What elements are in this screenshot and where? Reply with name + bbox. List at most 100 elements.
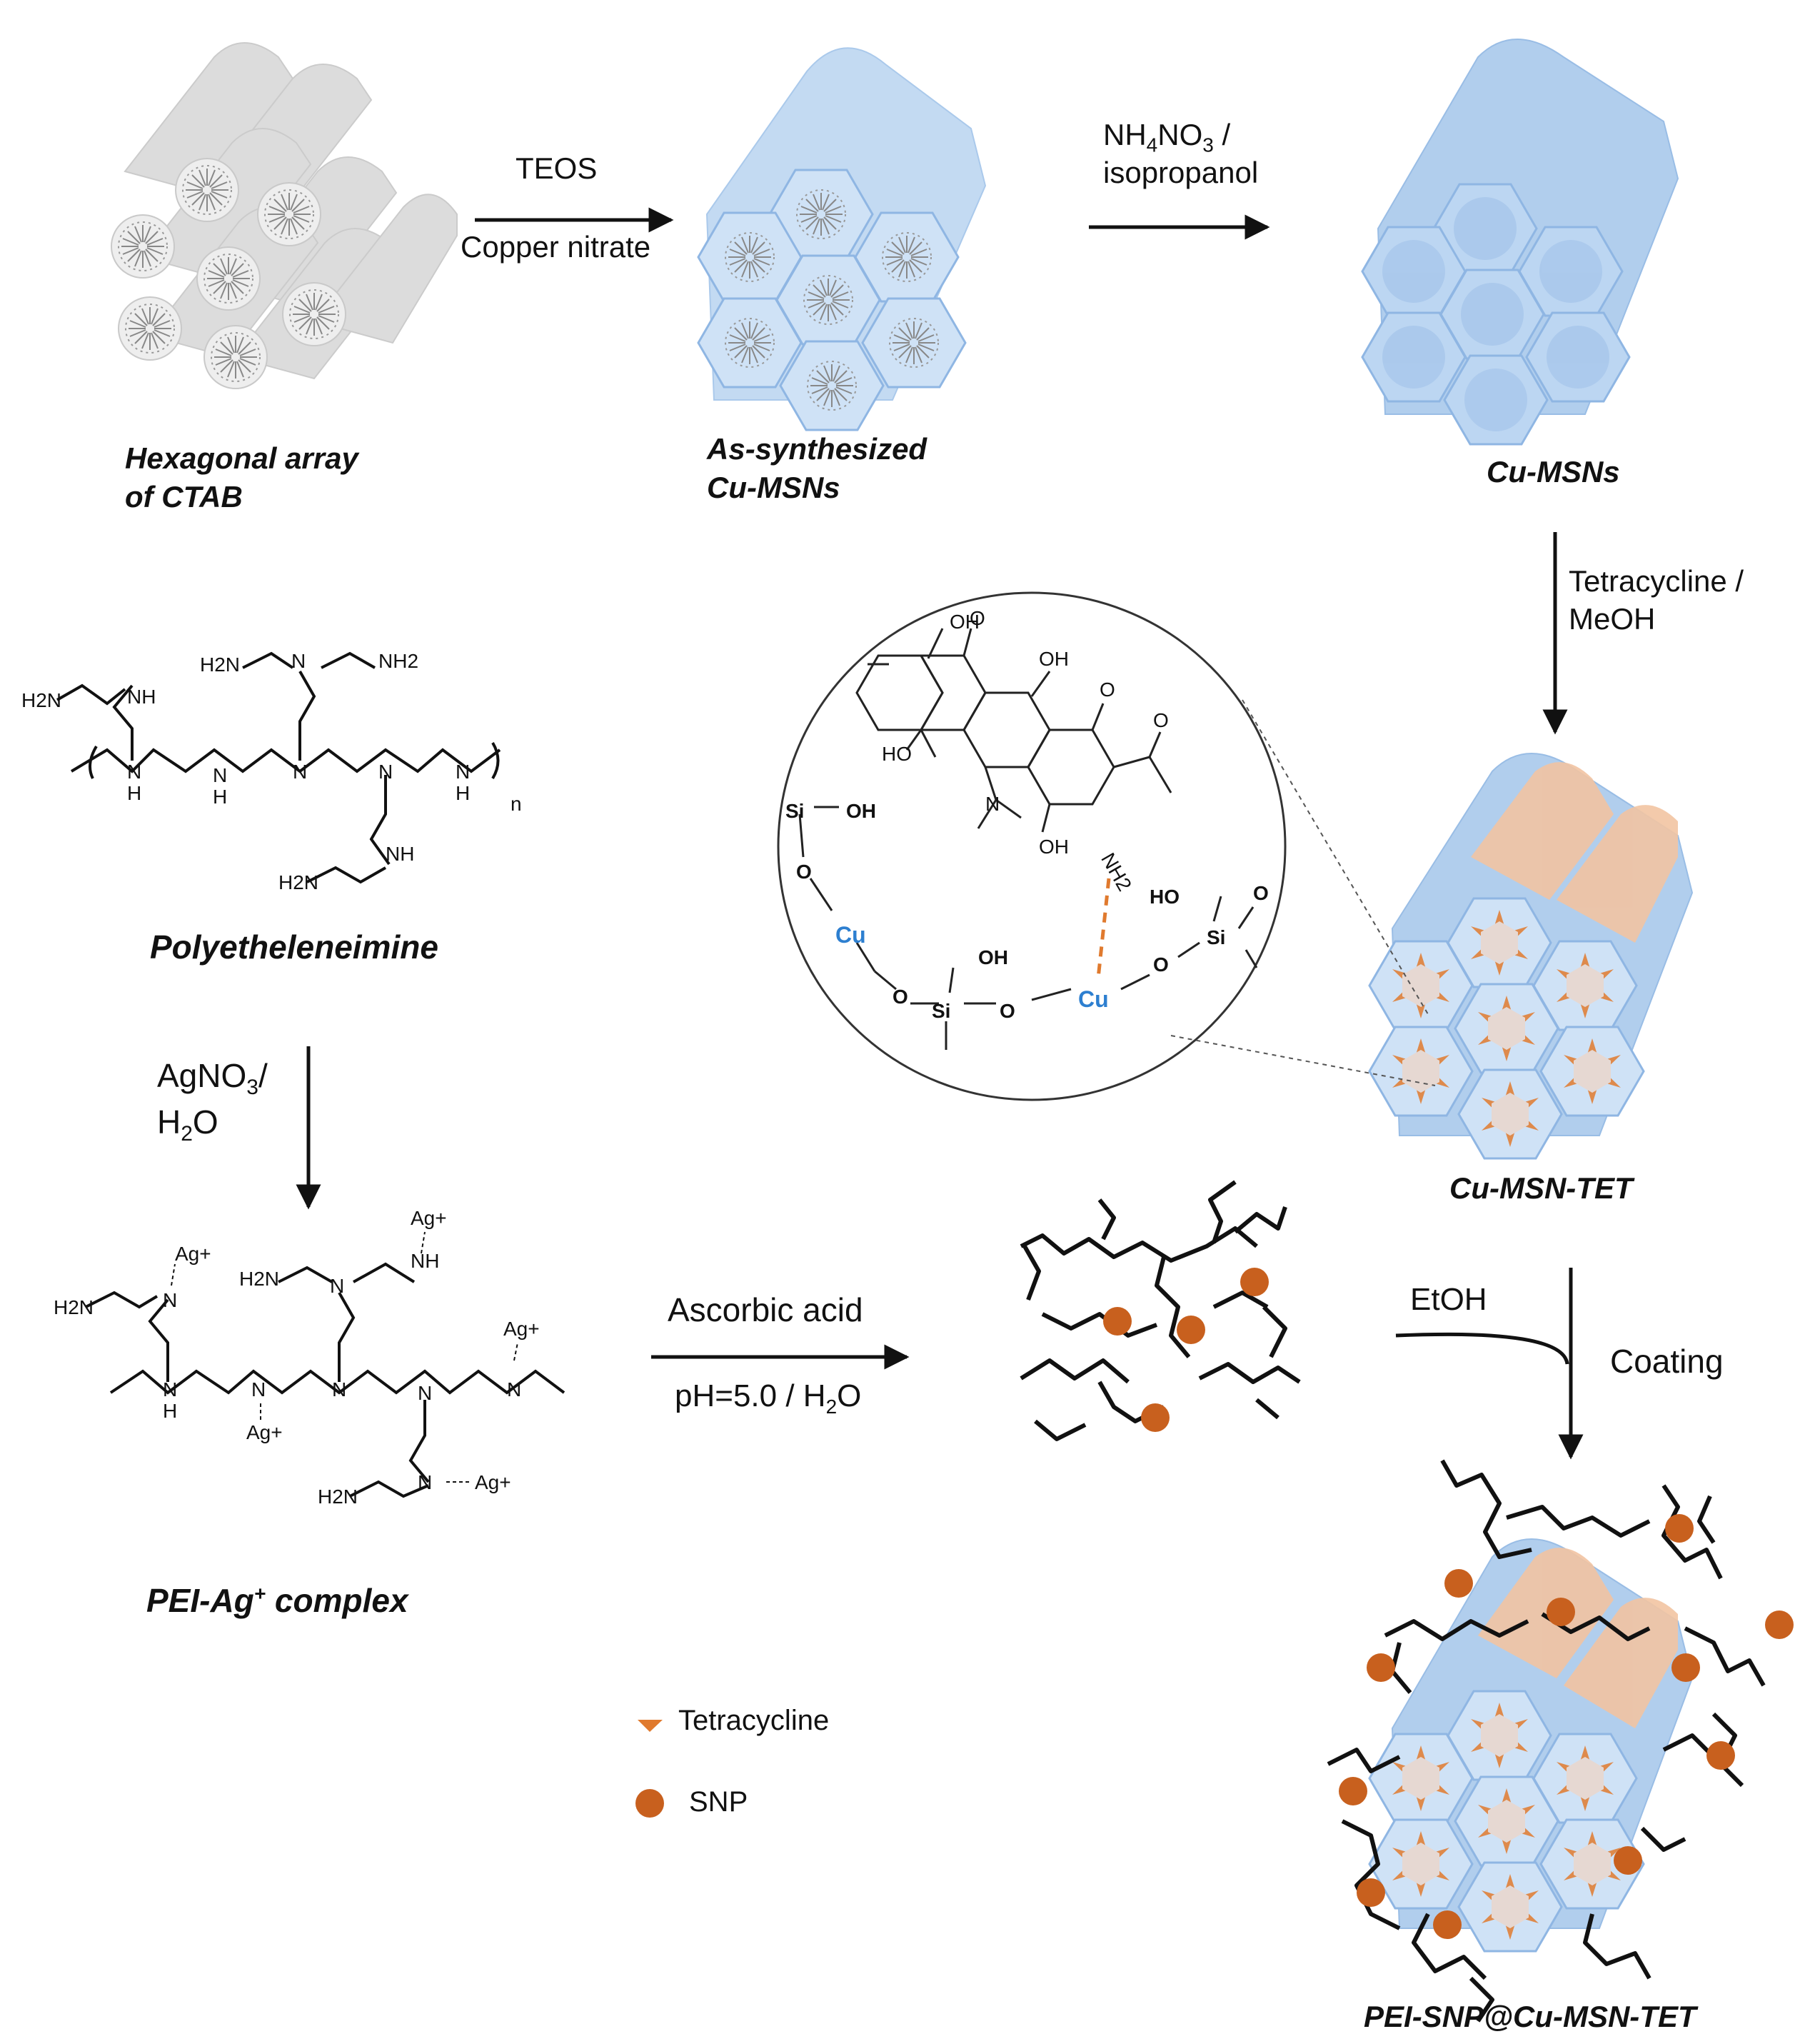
reagent-nh4no3: NH4NO3 / <box>1103 118 1231 156</box>
cx-h2n-3: H2N <box>318 1486 358 1508</box>
ho-label: HO <box>882 743 912 765</box>
oh-label-3: OH <box>1039 836 1069 858</box>
ho-label-2: HO <box>1150 886 1180 908</box>
snp-particle <box>1547 1598 1575 1626</box>
pei-n-5: N <box>378 761 393 783</box>
oh-label-4: OH <box>846 800 876 822</box>
pei-nh-1: NH <box>127 686 156 708</box>
snp-particle <box>1103 1307 1132 1336</box>
pei-nh2: NH2 <box>378 650 418 672</box>
snp-particle <box>1444 1569 1473 1598</box>
cx-h-1: H <box>163 1400 177 1422</box>
o-label: O <box>1100 678 1115 701</box>
snp-particle <box>1240 1268 1269 1296</box>
pei-n-2: N <box>127 761 141 783</box>
pei-snp-network <box>1020 1180 1301 1441</box>
snp-legend-icon <box>635 1789 664 1818</box>
pei-h2n-1: H2N <box>21 689 61 711</box>
si-label: Si <box>785 800 804 822</box>
cu-msn-particle <box>1361 39 1679 446</box>
snp-particle <box>1706 1741 1735 1770</box>
reagent-tetracycline: Tetracycline / <box>1569 564 1744 598</box>
ag-ion-1: Ag+ <box>175 1243 211 1265</box>
ag-ion-4: Ag+ <box>503 1318 540 1340</box>
reaction-arrows <box>296 207 1584 1460</box>
o-label-3: O <box>796 861 812 883</box>
pei-h2n-3: H2N <box>278 871 318 893</box>
caption-pei-ag-complex: PEI-Ag+ complex <box>146 1582 408 1619</box>
si-label-3: Si <box>1207 926 1225 948</box>
svg-text:O: O <box>970 607 985 629</box>
cu-msn-tet-particle <box>1368 753 1694 1160</box>
caption-as-synth-line2: Cu-MSNs <box>707 471 840 504</box>
pei-n-3: N <box>213 764 227 786</box>
o-label-4: O <box>893 986 908 1008</box>
oh-label-5: OH <box>978 946 1008 968</box>
caption-cu-msn-tet: Cu-MSN-TET <box>1449 1171 1633 1205</box>
snp-particle <box>1141 1403 1170 1432</box>
snp-particle <box>1433 1910 1462 1939</box>
final-coated-particle <box>1327 1459 1794 2023</box>
cx-h2n-1: H2N <box>54 1296 94 1318</box>
pei-nh-2: NH <box>386 843 414 865</box>
tetracycline-legend-icon <box>638 1720 663 1732</box>
pei-n-6: N <box>456 761 470 783</box>
o-label-5: O <box>1000 1000 1015 1022</box>
cu-label: Cu <box>835 922 866 948</box>
caption-pei: Polyetheleneimine <box>150 928 438 966</box>
pei-n-1: N <box>291 650 306 672</box>
snp-particle <box>1765 1610 1794 1639</box>
o-label-2: O <box>1153 709 1169 731</box>
legend-tetracycline-label: Tetracycline <box>678 1705 830 1736</box>
legend-snp-label: SNP <box>689 1786 748 1818</box>
reagent-meoh: MeOH <box>1569 602 1656 636</box>
cx-h2n-2: H2N <box>239 1268 279 1290</box>
snp-particle <box>1357 1878 1385 1907</box>
step-coating: Coating <box>1610 1343 1724 1380</box>
reagent-copper-nitrate: Copper nitrate <box>461 230 651 264</box>
reagent-agno3: AgNO3/ <box>157 1057 268 1100</box>
etoh-curve <box>1395 1332 1569 1365</box>
cu-label-2: Cu <box>1078 986 1109 1012</box>
pei-ag-complex-structure: Ag+ Ag+ Ag+ Ag+ Ag+ H2N N H2N NH N N H N… <box>54 1207 565 1508</box>
caption-final-product: PEI-SNP@Cu-MSN-TET <box>1364 2000 1696 2033</box>
snp-particle <box>1177 1316 1205 1344</box>
cx-n-8: N <box>418 1471 432 1493</box>
caption-cu-msns: Cu-MSNs <box>1487 455 1620 489</box>
reagent-water: H2O <box>157 1103 218 1146</box>
ag-ion-5: Ag+ <box>475 1471 511 1493</box>
cx-n-6: N <box>418 1382 432 1404</box>
oh-label: OH <box>950 611 980 633</box>
si-label-2: Si <box>932 1000 950 1022</box>
cx-nh: NH <box>411 1250 439 1272</box>
snp-particle <box>1367 1653 1395 1682</box>
reagent-ascorbic-acid: Ascorbic acid <box>668 1291 863 1328</box>
pei-h2n-2: H2N <box>200 653 240 676</box>
cx-n-5: N <box>332 1378 346 1401</box>
reagent-ph-water: pH=5.0 / H2O <box>675 1378 862 1418</box>
magnified-interface-inset: OH O OH O O HO N OH NH2 Si O <box>777 591 1436 1101</box>
ag-ion-3: Ag+ <box>246 1421 283 1443</box>
ctab-rod-array <box>111 42 458 389</box>
as-synthesized-cu-msn-particle <box>697 47 987 431</box>
n-label: N <box>985 793 1000 815</box>
pei-n-4: N <box>293 761 307 783</box>
pei-repeat-n: n <box>511 793 522 815</box>
pei-h-2: H <box>213 786 227 808</box>
snp-particle <box>1665 1514 1694 1543</box>
caption-ctab-line1: Hexagonal array <box>125 441 358 475</box>
cx-n-2: N <box>330 1275 344 1297</box>
o-label-7: O <box>1253 882 1269 904</box>
snp-particle <box>1671 1653 1700 1682</box>
reagent-isopropanol: isopropanol <box>1103 156 1259 189</box>
pei-structure: H2N NH H2N NH2 N N H N H N N N H n H2N N… <box>21 650 522 893</box>
pei-h-1: H <box>127 782 141 804</box>
snp-particle <box>1339 1777 1367 1805</box>
reagent-etoh: EtOH <box>1410 1282 1487 1317</box>
tetracycline-structure <box>855 628 1172 833</box>
cx-n-3: N <box>163 1378 177 1401</box>
snp-particle <box>1614 1846 1642 1875</box>
pei-h-3: H <box>456 782 470 804</box>
o-label-6: O <box>1153 953 1169 976</box>
